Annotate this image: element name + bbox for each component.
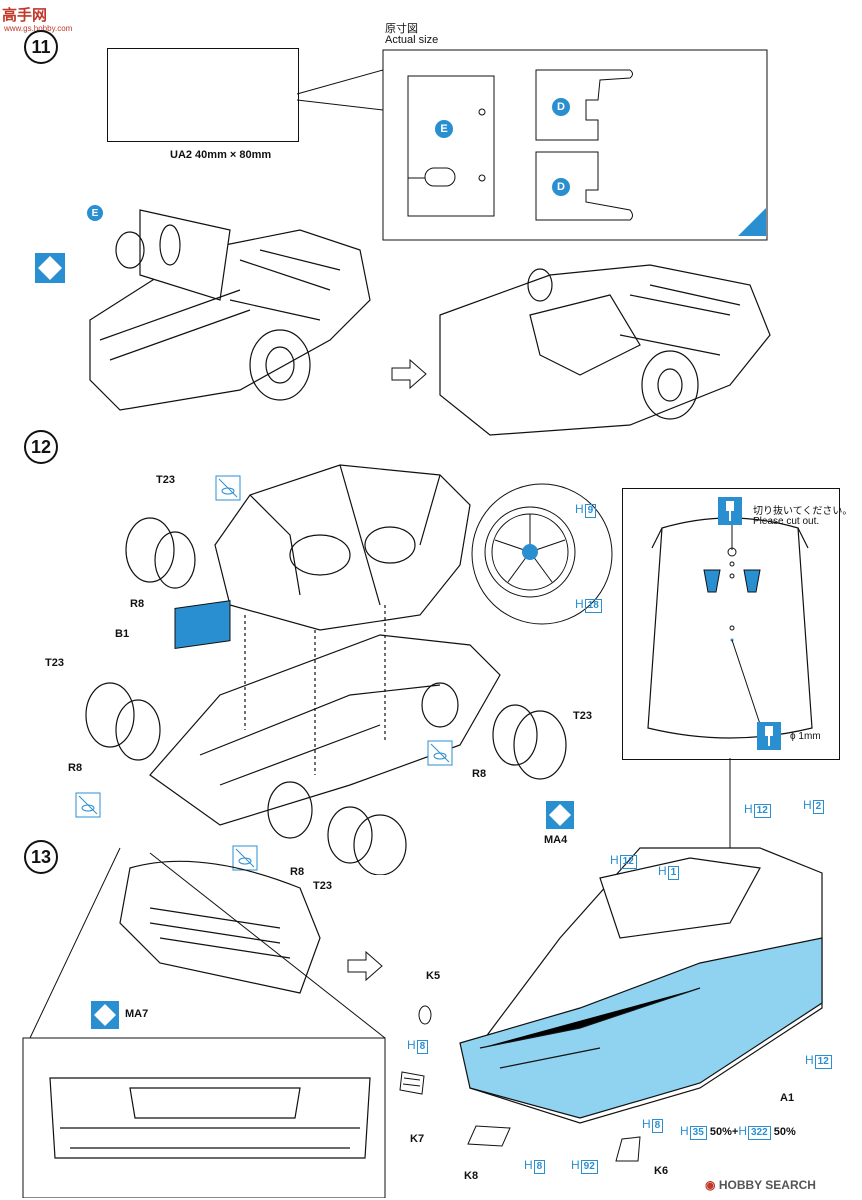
watermark-logo: 高手网 — [2, 4, 47, 25]
k6-label: K6 — [654, 1165, 669, 1177]
t23-label-d: T23 — [313, 880, 332, 892]
cement-icon — [35, 253, 65, 283]
drill-icon-top — [718, 497, 742, 525]
k8-label: K8 — [464, 1170, 479, 1182]
k8-part — [467, 1125, 511, 1147]
k6-part — [615, 1136, 641, 1162]
callout-e-circle: E — [87, 205, 103, 221]
chassis-before-drawing — [89, 209, 427, 411]
r8-label-b: R8 — [68, 762, 83, 774]
step-11-number: 11 — [24, 30, 58, 64]
sheet-size-label: UA2 40mm × 80mm — [170, 149, 272, 161]
r8-label-d: R8 — [290, 866, 305, 878]
r8-label-c: R8 — [472, 768, 487, 780]
k7-part — [399, 1071, 425, 1095]
actual-size-en: Actual size — [385, 34, 439, 46]
k5-part — [418, 1005, 432, 1025]
cut-out-en: Please cut out. — [753, 516, 820, 527]
t23-label-a: T23 — [156, 474, 175, 486]
drill-icon-bottom — [757, 722, 781, 750]
watermark-url: www.gs.hobby.com — [4, 24, 73, 33]
roof-drawing — [647, 517, 813, 739]
part-d2-circle: D — [552, 178, 570, 196]
wheel-detail — [471, 483, 613, 625]
brand-corner-icon — [738, 208, 766, 236]
step12-exploded-drawing — [85, 464, 567, 875]
b1-part — [174, 600, 231, 649]
no-glue-icon-3 — [427, 740, 453, 766]
ma7-label: MA7 — [125, 1008, 149, 1020]
decal-sheet-outline — [107, 48, 299, 142]
footer-brand: ◉ HOBBY SEARCH — [705, 1178, 816, 1192]
hole-size-label: ϕ 1mm — [790, 731, 821, 742]
roof-cutout-panel — [622, 488, 840, 760]
part-d1-circle: D — [552, 98, 570, 116]
hobby-search-logo-icon: ◉ — [705, 1178, 716, 1192]
step-12-number: 12 — [24, 430, 58, 464]
no-glue-icon-1 — [215, 475, 241, 501]
t23-label-b: T23 — [45, 657, 64, 669]
step13-drawing — [22, 758, 823, 1198]
cut-out-jp: 切り抜いてください。 — [753, 506, 853, 517]
ma4-label: MA4 — [544, 834, 568, 846]
t23-label-c: T23 — [573, 710, 592, 722]
actual-size-jp: 原寸図 — [385, 23, 418, 35]
watermark-text: 高手网 — [2, 7, 48, 24]
step11-actual-size-diagram — [296, 49, 768, 241]
k7-label: K7 — [410, 1133, 425, 1145]
step-13-number: 13 — [24, 840, 58, 874]
k5-label: K5 — [426, 970, 441, 982]
arrow-right-icon — [391, 358, 427, 390]
arrow-right-icon-2 — [347, 950, 383, 982]
no-glue-icon-4 — [232, 845, 258, 871]
b1-label: B1 — [115, 628, 130, 640]
a1-label: A1 — [780, 1092, 795, 1104]
cement-icon-ma7 — [91, 1001, 119, 1029]
r8-label-a: R8 — [130, 598, 145, 610]
footer-brand-text: HOBBY SEARCH — [718, 1178, 816, 1192]
chassis-after-drawing — [439, 264, 771, 436]
no-glue-icon-2 — [75, 792, 101, 818]
part-e-circle: E — [435, 120, 453, 138]
cement-icon-ma4 — [546, 801, 574, 829]
